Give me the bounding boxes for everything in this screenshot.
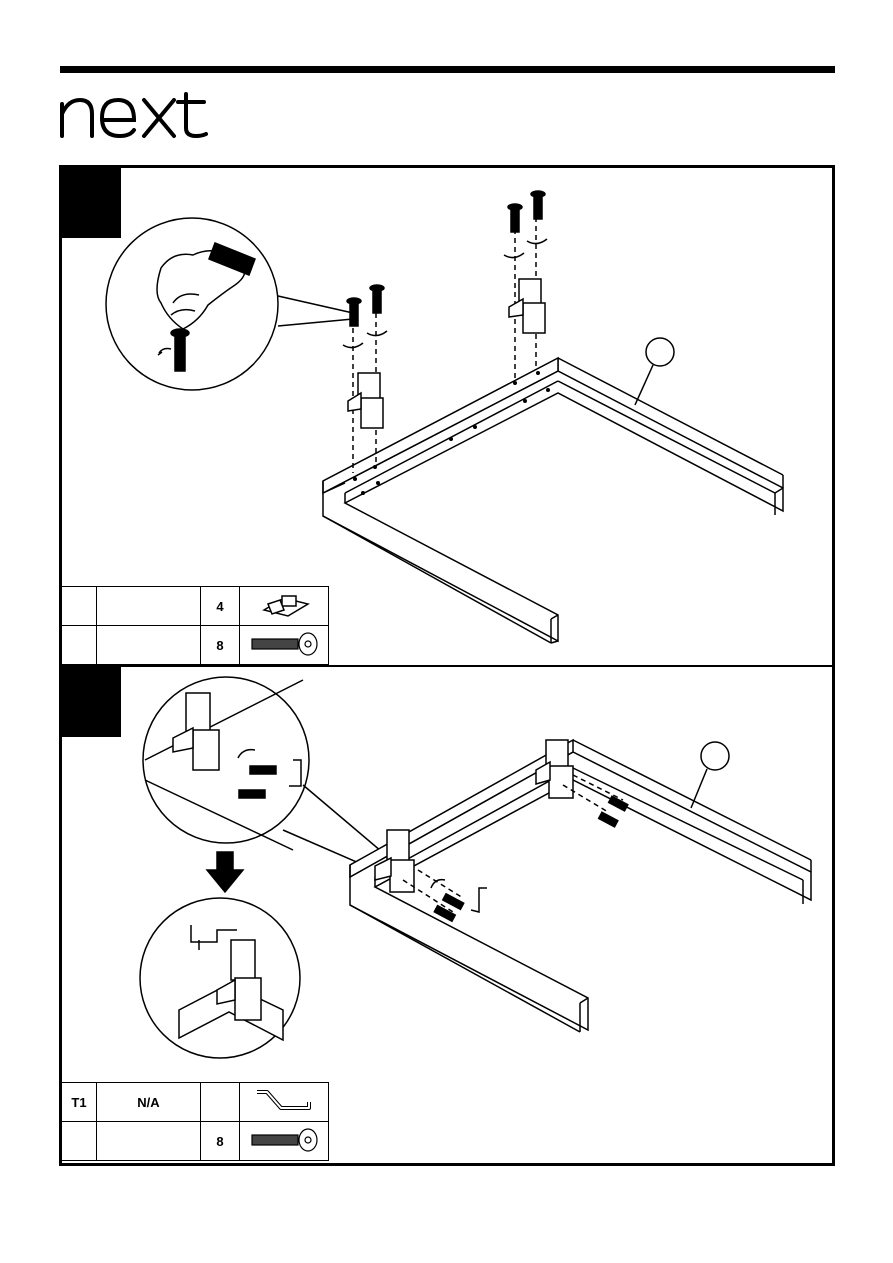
parts-row: 4 bbox=[62, 587, 329, 626]
part-qty: 4 bbox=[201, 587, 240, 626]
part-name bbox=[97, 587, 201, 626]
parts-row: T1 N/A bbox=[62, 1083, 329, 1122]
bolt-icon bbox=[240, 626, 329, 665]
header-rule bbox=[60, 66, 835, 73]
part-qty bbox=[201, 1083, 240, 1122]
step-panel-2: T1 N/A 8 bbox=[59, 665, 835, 1166]
part-name: N/A bbox=[97, 1083, 201, 1122]
part-code bbox=[62, 587, 97, 626]
part-qty: 8 bbox=[201, 626, 240, 665]
allen-key-icon bbox=[240, 1083, 329, 1122]
part-code: T1 bbox=[62, 1083, 97, 1122]
step-panel-1: 4 8 bbox=[59, 165, 835, 668]
brand-logo bbox=[58, 92, 210, 147]
parts-row: 8 bbox=[62, 1122, 329, 1161]
parts-row: 8 bbox=[62, 626, 329, 665]
part-name bbox=[97, 626, 201, 665]
parts-table: 4 8 bbox=[61, 586, 329, 665]
part-qty: 8 bbox=[201, 1122, 240, 1161]
detail-circle bbox=[106, 218, 278, 390]
parts-table: T1 N/A 8 bbox=[61, 1082, 329, 1161]
part-code bbox=[62, 626, 97, 665]
bolt-icon bbox=[240, 1122, 329, 1161]
connector-bracket-icon bbox=[240, 587, 329, 626]
part-name bbox=[97, 1122, 201, 1161]
part-code bbox=[62, 1122, 97, 1161]
